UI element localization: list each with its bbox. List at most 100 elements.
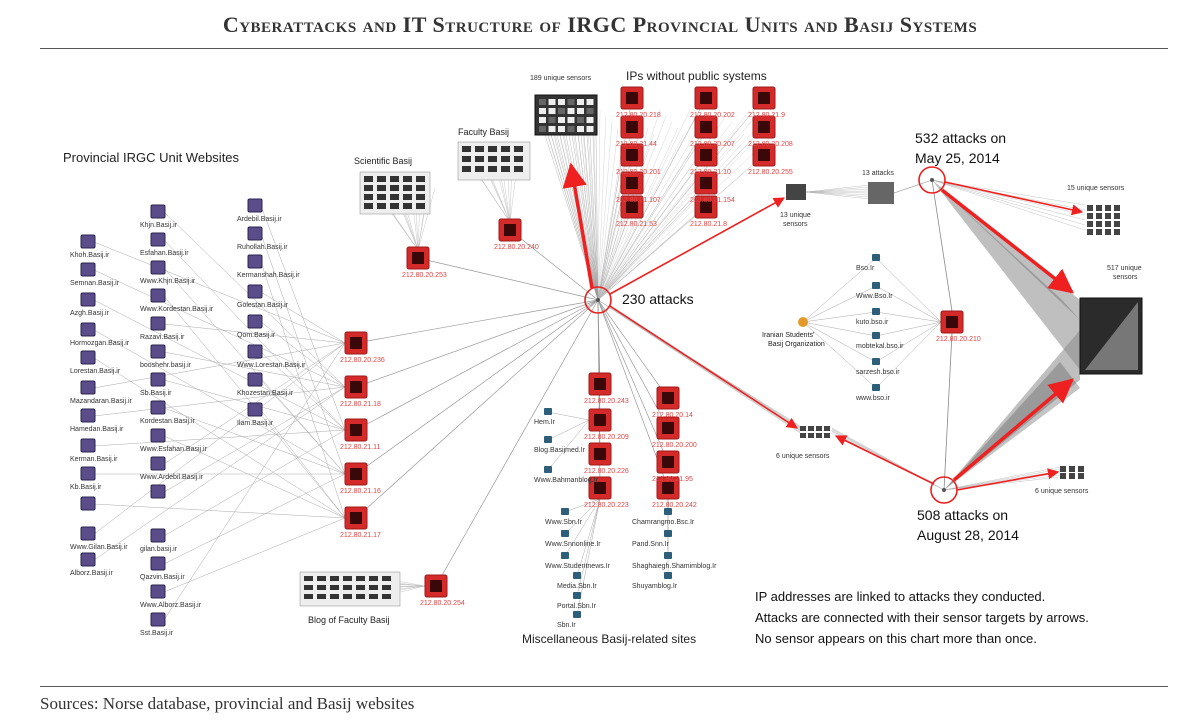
provincial-site-6-icon (80, 408, 96, 423)
sensor-189-node (548, 117, 556, 123)
provincial-site-18-label: Sb.Basij.ir (140, 390, 172, 397)
provincial-site-34-label: Ilam.Basij.ir (237, 420, 274, 427)
misc-site-b-4-icon (573, 592, 581, 599)
faculty-ip-label: 212.80.20.240 (494, 244, 539, 251)
bso-site-3-label: mobtekal.bso.ir (856, 343, 904, 350)
provincial-site-19-label: Kordestan.Basij.ir (140, 418, 196, 425)
sensor-6b-node (1069, 466, 1075, 472)
sensor-189-node (558, 126, 565, 132)
sensor-189-node (539, 126, 546, 132)
sensor-6a-node (800, 433, 806, 438)
misc-site-b-3-label: Media.Sbn.Ir (557, 583, 597, 590)
scientific-node (403, 185, 412, 191)
link-line (260, 351, 346, 431)
provincial-ip-0-icon (350, 337, 362, 349)
group-label-students: Iranian Students' (762, 332, 814, 339)
misc-site-a-2-icon (544, 466, 552, 473)
scientific-ip-label: 212.80.20.253 (402, 272, 447, 279)
arrow-to-189 (562, 162, 594, 289)
sensor-6a-node (800, 426, 806, 431)
link-line (931, 179, 1086, 226)
label-13-attacks: 13 attacks (862, 170, 894, 177)
link-line (355, 299, 599, 388)
link-line (163, 239, 346, 431)
link-line (260, 409, 346, 519)
top-divider (40, 48, 1168, 49)
provincial-ip-0-label: 212.80.20.236 (340, 357, 385, 364)
misc-site-a-1-label: Blog.Basijmed.Ir (534, 447, 586, 454)
group-label-blog-faculty: Blog of Faculty Basij (308, 615, 390, 625)
misc-site-c-2-icon (664, 552, 672, 559)
provincial-ip-1-icon (350, 381, 362, 393)
provincial-site-14-label: Www.Khjn.Basij.ir (140, 278, 196, 285)
provincial-site-7-icon (80, 438, 96, 453)
link-line (597, 133, 625, 301)
link-line (163, 407, 346, 475)
provincial-site-20-label: Www.Esfahan.Basij.ir (140, 446, 208, 453)
misc-site-b-5-icon (573, 611, 581, 618)
scientific-node (390, 194, 399, 200)
blog-faculty-node (343, 585, 352, 590)
provincial-site-27-label: Ardebil.Basij.ir (237, 216, 282, 223)
link-line (597, 109, 691, 301)
hub-may-circle (918, 166, 946, 194)
no-public-ip-10-icon (700, 177, 712, 189)
link-line (597, 126, 765, 301)
provincial-ip-2-icon (350, 424, 362, 436)
sensor-15-node (1114, 205, 1120, 211)
link-line (931, 179, 1086, 221)
misc-site-c-1-icon (664, 530, 672, 537)
sensor-15-node (1114, 229, 1120, 235)
misc-site-c-2-label: Shaghaiegh.Shamimblog.Ir (632, 563, 717, 570)
link-line (805, 188, 871, 193)
provincial-site-13-icon (150, 232, 166, 247)
provincial-site-10-label: Www.Gilan.Basij.ir (70, 544, 128, 551)
no-public-ip-6-label: 212.80.20.201 (616, 169, 661, 176)
arrow-may-to-15 (944, 181, 1084, 216)
link-line (597, 109, 631, 301)
provincial-site-17-label: booshehr.basij.ir (140, 362, 192, 369)
provincial-site-33-label: Khozestan.Basij.ir (237, 390, 294, 397)
provincial-site-1-label: Semnan.Basij.ir (70, 280, 120, 287)
legend-line-3: No sensor appears on this chart more tha… (755, 631, 1037, 646)
bso-site-4-icon (872, 358, 880, 365)
provincial-site-31-icon (247, 314, 263, 329)
provincial-site-8-label: Kb.Basij.ir (70, 484, 102, 491)
provincial-site-27-icon (247, 198, 263, 213)
scientific-node (416, 194, 425, 200)
provincial-site-5-label: Mazandaran.Basij.ir (70, 398, 133, 405)
provincial-site-11-icon (80, 552, 96, 567)
link-line (417, 257, 599, 301)
link-line (597, 133, 745, 301)
link-line (931, 179, 953, 312)
link-line (576, 498, 601, 597)
no-public-ip-6-icon (626, 149, 638, 161)
blog-faculty-node (317, 585, 326, 590)
bso-site-0-icon (872, 254, 880, 261)
link-line (586, 134, 599, 301)
provincial-site-7-label: Kerman.Basij.ir (70, 456, 118, 463)
provincial-site-21-label: Www.Ardebil.Basij.ir (140, 474, 204, 481)
sensor-6b-node (1078, 466, 1084, 472)
bso-ip-icon (946, 316, 958, 328)
link-line (163, 211, 346, 388)
provincial-site-4-label: Lorestan.Basij.ir (70, 368, 121, 375)
link-line (589, 134, 599, 301)
provincial-site-2-icon (80, 292, 96, 307)
link-line (597, 299, 669, 429)
link-line (597, 121, 613, 301)
sensor-189-node (586, 99, 594, 105)
no-public-ip-1-label: 212.80.20.202 (690, 112, 735, 119)
provincial-site-18-icon (150, 372, 166, 387)
hub-point (942, 488, 946, 492)
no-public-ip-4-label: 212.80.20.207 (690, 141, 735, 148)
bso-ip-label: 212.80.20.210 (936, 336, 981, 343)
provincial-site-16-icon (150, 316, 166, 331)
fan-may-inner (932, 180, 1080, 320)
arrow-aug-to-6a (834, 435, 935, 485)
sensor-15-node (1114, 221, 1120, 227)
link-line (597, 109, 721, 301)
provincial-site-23-label: gilan.basij.ir (140, 546, 178, 553)
link-line (597, 299, 669, 489)
